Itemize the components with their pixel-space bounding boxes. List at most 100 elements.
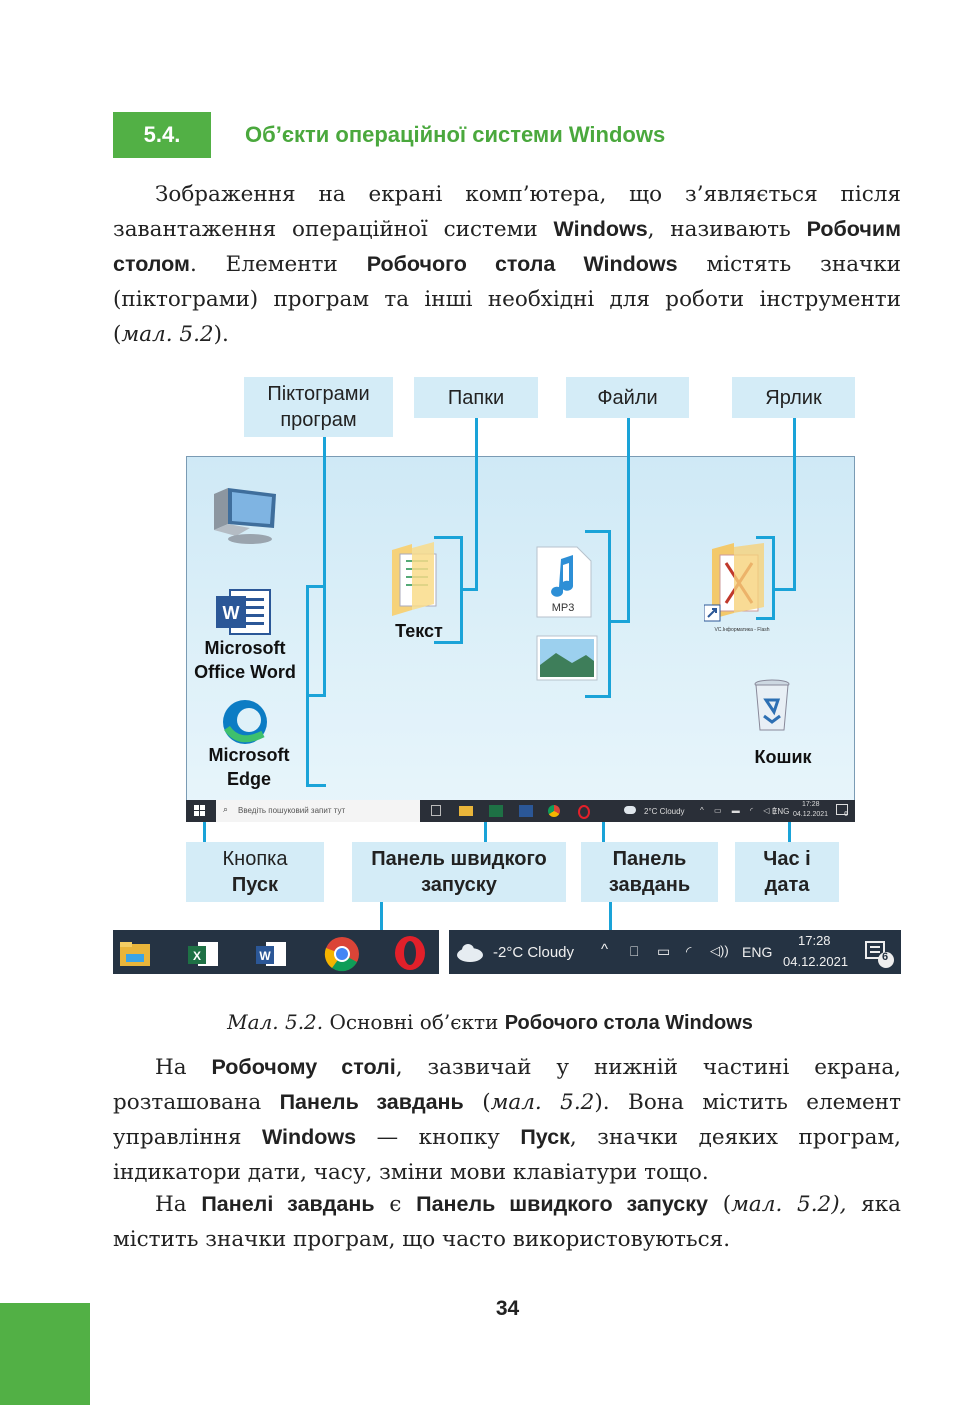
excel-icon[interactable]: X — [186, 940, 220, 968]
callout-files: Файли — [566, 377, 689, 418]
desktop-label-recycle: Кошик — [754, 747, 812, 767]
task-view-icon[interactable] — [431, 805, 441, 816]
connector-start — [203, 822, 206, 842]
date-small: 04.12.2021 — [793, 811, 829, 818]
bracket-folders-bottom — [434, 641, 463, 644]
section-title: Об’єкти операційної системи Windows — [245, 122, 666, 147]
bracket-vertical — [306, 585, 309, 787]
connector-program-icons — [323, 437, 326, 697]
bracket-shortcut-mid — [772, 588, 796, 591]
chrome-icon[interactable] — [324, 936, 360, 972]
clock-date[interactable]: 04.12.2021 — [783, 954, 849, 969]
svg-text:W: W — [223, 603, 240, 623]
bracket-shortcut-top — [756, 536, 775, 539]
connector-taskbar-zoom — [609, 902, 612, 942]
taskbar-search-box[interactable] — [216, 800, 420, 822]
svg-text:W: W — [259, 949, 271, 963]
connector-quick-launch-zoom — [380, 902, 383, 942]
recycle-bin-icon — [754, 679, 790, 731]
time-small: 17:28 — [802, 801, 820, 808]
tray-icons-small: ^ ▭ ▬ ◜ ◁) — [700, 806, 781, 815]
connector-quick-launch — [484, 822, 487, 842]
notification-count: 6 — [882, 951, 889, 963]
callout-program-icons: Піктограми програм — [244, 377, 393, 437]
bracket-folders-mid — [460, 588, 478, 591]
opera-icon[interactable] — [392, 934, 428, 972]
meet-now-icon[interactable]: ⎕ — [630, 943, 639, 959]
caption-label: Мал. 5.2. — [227, 1010, 324, 1034]
notifications-icon-small[interactable] — [836, 804, 848, 815]
paragraph-quick-launch: На Панелі завдань є Панель швидкого запу… — [113, 1192, 901, 1252]
network-icon[interactable]: ◜ — [686, 943, 692, 959]
connector-time — [788, 822, 791, 842]
callout-quick-launch: Панель швидкого запуску — [352, 842, 566, 902]
excel-icon-small[interactable] — [489, 805, 503, 817]
file-explorer-icon[interactable] — [118, 940, 152, 968]
connector-files — [627, 418, 630, 622]
bracket-files-bottom — [585, 695, 611, 698]
callout-start-button: Кнопка Пуск — [186, 842, 324, 902]
windows-start-icon[interactable] — [194, 805, 206, 817]
callout-folders: Папки — [414, 377, 538, 418]
page-number: 34 — [495, 1297, 520, 1320]
desktop-label-word: Microsoft Office Word — [194, 638, 296, 682]
word-icon-small[interactable] — [519, 805, 533, 817]
bracket-files-mid — [608, 620, 630, 623]
callout-time-date: Час і дата — [735, 842, 839, 902]
page-corner-bar — [0, 1303, 90, 1405]
desktop-label-edge: Microsoft Edge — [208, 745, 290, 789]
mp3-file-icon: MP3 — [536, 546, 592, 618]
bracket-shortcut-bottom — [756, 617, 775, 620]
chrome-icon-small[interactable] — [548, 805, 560, 817]
bracket-shortcut — [772, 536, 775, 620]
language-indicator[interactable]: ENG — [742, 944, 773, 960]
search-icon: ⌕ — [223, 804, 229, 814]
mp3-label: MP3 — [552, 602, 575, 614]
callout-start-line1: Кнопка — [222, 848, 288, 870]
cloud-icon — [457, 944, 483, 962]
battery-icon[interactable]: ▭ — [657, 943, 671, 959]
figure-caption: Мал. 5.2. Основні об’єкти Робочого стола… — [0, 1010, 980, 1035]
connector-folders — [475, 418, 478, 590]
explorer-icon-small[interactable] — [459, 806, 473, 816]
shortcut-caption: VC.Інформатика - Flash — [714, 627, 769, 633]
desktop-label-folder: Текст — [395, 621, 443, 641]
lang-small: ENG — [772, 807, 790, 816]
callout-start-line2: Пуск — [231, 874, 279, 896]
system-tray-zoom — [449, 930, 901, 974]
computer-icon — [214, 488, 276, 544]
paragraph-intro: Зображення на екрані комп’ютера, що з’яв… — [113, 182, 901, 347]
word-icon: W — [216, 589, 271, 635]
bracket-files-top — [585, 530, 611, 533]
desktop-screenshot — [186, 456, 855, 822]
cloud-icon-small — [624, 806, 636, 814]
chevron-up-icon[interactable]: ^ — [601, 941, 609, 958]
volume-icon[interactable]: ◁)) — [710, 943, 729, 958]
connector-taskbar — [602, 822, 605, 842]
weather-small: 2°C Cloudy — [644, 807, 685, 816]
bracket-bottom — [306, 784, 326, 787]
bracket-top — [306, 585, 326, 588]
bracket-files — [608, 530, 611, 698]
shortcut-icon: VC.Інформатика - Flash — [704, 543, 770, 633]
bracket-folders-top — [434, 536, 463, 539]
bracket-mid — [306, 694, 326, 697]
svg-text:X: X — [193, 949, 201, 963]
weather-text: -2°C Cloudy — [493, 944, 575, 961]
image-file-icon — [536, 635, 598, 681]
search-placeholder: Введіть пошуковий запит тут — [238, 806, 346, 815]
notifications-icon[interactable] — [862, 938, 896, 970]
callout-shortcut: Ярлик — [732, 377, 855, 418]
caption-text: Основні об’єкти — [323, 1010, 505, 1034]
notif-count-small: 6 — [844, 811, 848, 818]
section-number: 5.4. — [113, 112, 211, 158]
callout-taskbar: Панель завдань — [581, 842, 718, 902]
caption-bold: Робочого стола Windows — [504, 1012, 753, 1034]
paragraph-taskbar: На Робочому столі, зазвичай у нижній час… — [113, 1055, 902, 1185]
edge-icon — [223, 700, 267, 744]
clock-time[interactable]: 17:28 — [798, 933, 831, 948]
folder-icon — [392, 542, 437, 616]
connector-shortcut — [793, 418, 796, 590]
opera-icon-small[interactable] — [578, 805, 590, 819]
word-taskbar-icon[interactable]: W — [254, 940, 288, 968]
